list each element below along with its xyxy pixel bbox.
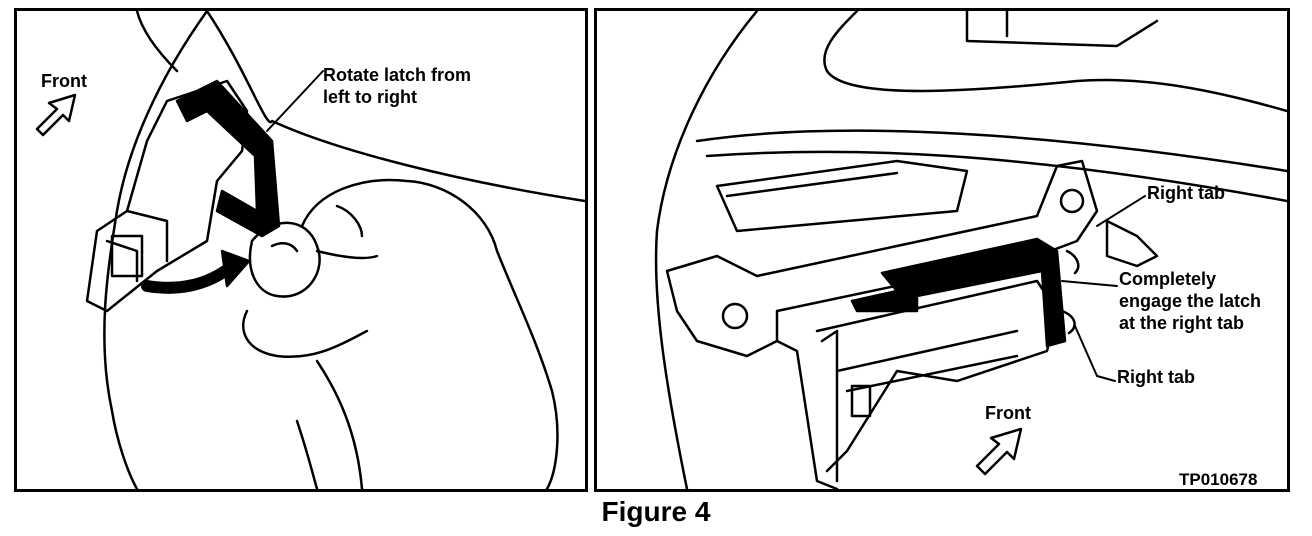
- figure-code: TP010678: [1179, 470, 1258, 489]
- rotate-callout-line1: Rotate latch from: [323, 65, 472, 85]
- front-label: Front: [41, 71, 87, 91]
- left-illustration-panel: Front Rotate latch from left to right: [14, 8, 588, 492]
- rotate-callout-line2: left to right: [323, 87, 417, 107]
- engage-callout-line2: engage the latch: [1119, 291, 1262, 311]
- figure-caption: Figure 4: [601, 496, 711, 527]
- right-tab-bottom-label: Right tab: [1117, 367, 1195, 387]
- latch-rotation-illustration: [35, 11, 585, 489]
- engage-callout-line1: Completely: [1119, 269, 1217, 289]
- latch-engagement-illustration: [654, 11, 1287, 489]
- right-illustration-panel: Right tab Completely engage the latch at…: [594, 8, 1290, 492]
- right-tab-top-label: Right tab: [1147, 183, 1225, 203]
- engage-callout-line3: at the right tab: [1119, 313, 1244, 333]
- front-label: Front: [985, 403, 1031, 423]
